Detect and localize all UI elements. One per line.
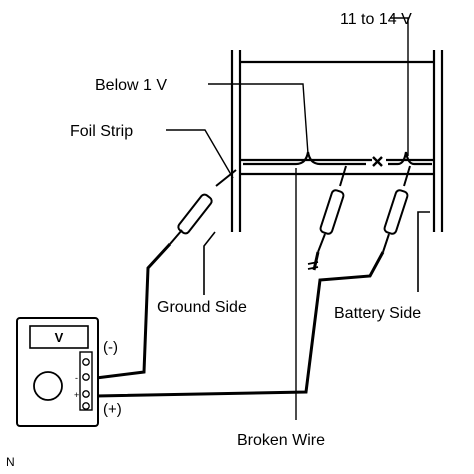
terminal-minus-mark: - xyxy=(75,373,78,383)
meter-terminal-1 xyxy=(82,358,90,366)
terminal-plus-mark: + xyxy=(74,390,79,400)
voltmeter: V - + xyxy=(16,317,99,427)
defogger-wire xyxy=(240,151,434,166)
voltage-low-leader xyxy=(208,83,309,155)
label-ground-side: Ground Side xyxy=(157,299,247,316)
voltage-high-leader xyxy=(390,17,409,156)
label-voltage-low: Below 1 V xyxy=(95,77,167,94)
meter-display xyxy=(29,325,89,349)
meter-dial xyxy=(33,371,63,401)
break-mark xyxy=(372,156,383,167)
measuring-point-right xyxy=(388,151,432,166)
meter-display-unit: V xyxy=(55,330,64,345)
battery-side-leader xyxy=(417,211,430,292)
corner-mark: N xyxy=(6,455,15,469)
negative-probe xyxy=(169,169,237,245)
rear-window-frame xyxy=(230,50,444,232)
positive-probe-left xyxy=(317,165,347,253)
ground-side-leader xyxy=(203,231,216,295)
meter-terminal-com xyxy=(82,373,90,381)
label-broken-wire: Broken Wire xyxy=(237,432,325,449)
lead-break-marks xyxy=(307,261,319,270)
label-probe-positive: (+) xyxy=(103,401,122,418)
label-voltage-high: 11 to 14 V xyxy=(340,11,412,28)
measuring-point-left xyxy=(243,151,366,166)
foil-strip-leader xyxy=(166,129,234,179)
positive-test-lead xyxy=(95,251,385,398)
positive-probe-right xyxy=(382,165,411,253)
label-probe-negative: (-) xyxy=(103,339,118,356)
negative-test-lead xyxy=(95,242,172,380)
meter-terminal-4 xyxy=(82,402,90,410)
label-battery-side: Battery Side xyxy=(334,305,421,322)
meter-terminal-v xyxy=(82,390,90,398)
label-foil-strip: Foil Strip xyxy=(70,123,133,140)
